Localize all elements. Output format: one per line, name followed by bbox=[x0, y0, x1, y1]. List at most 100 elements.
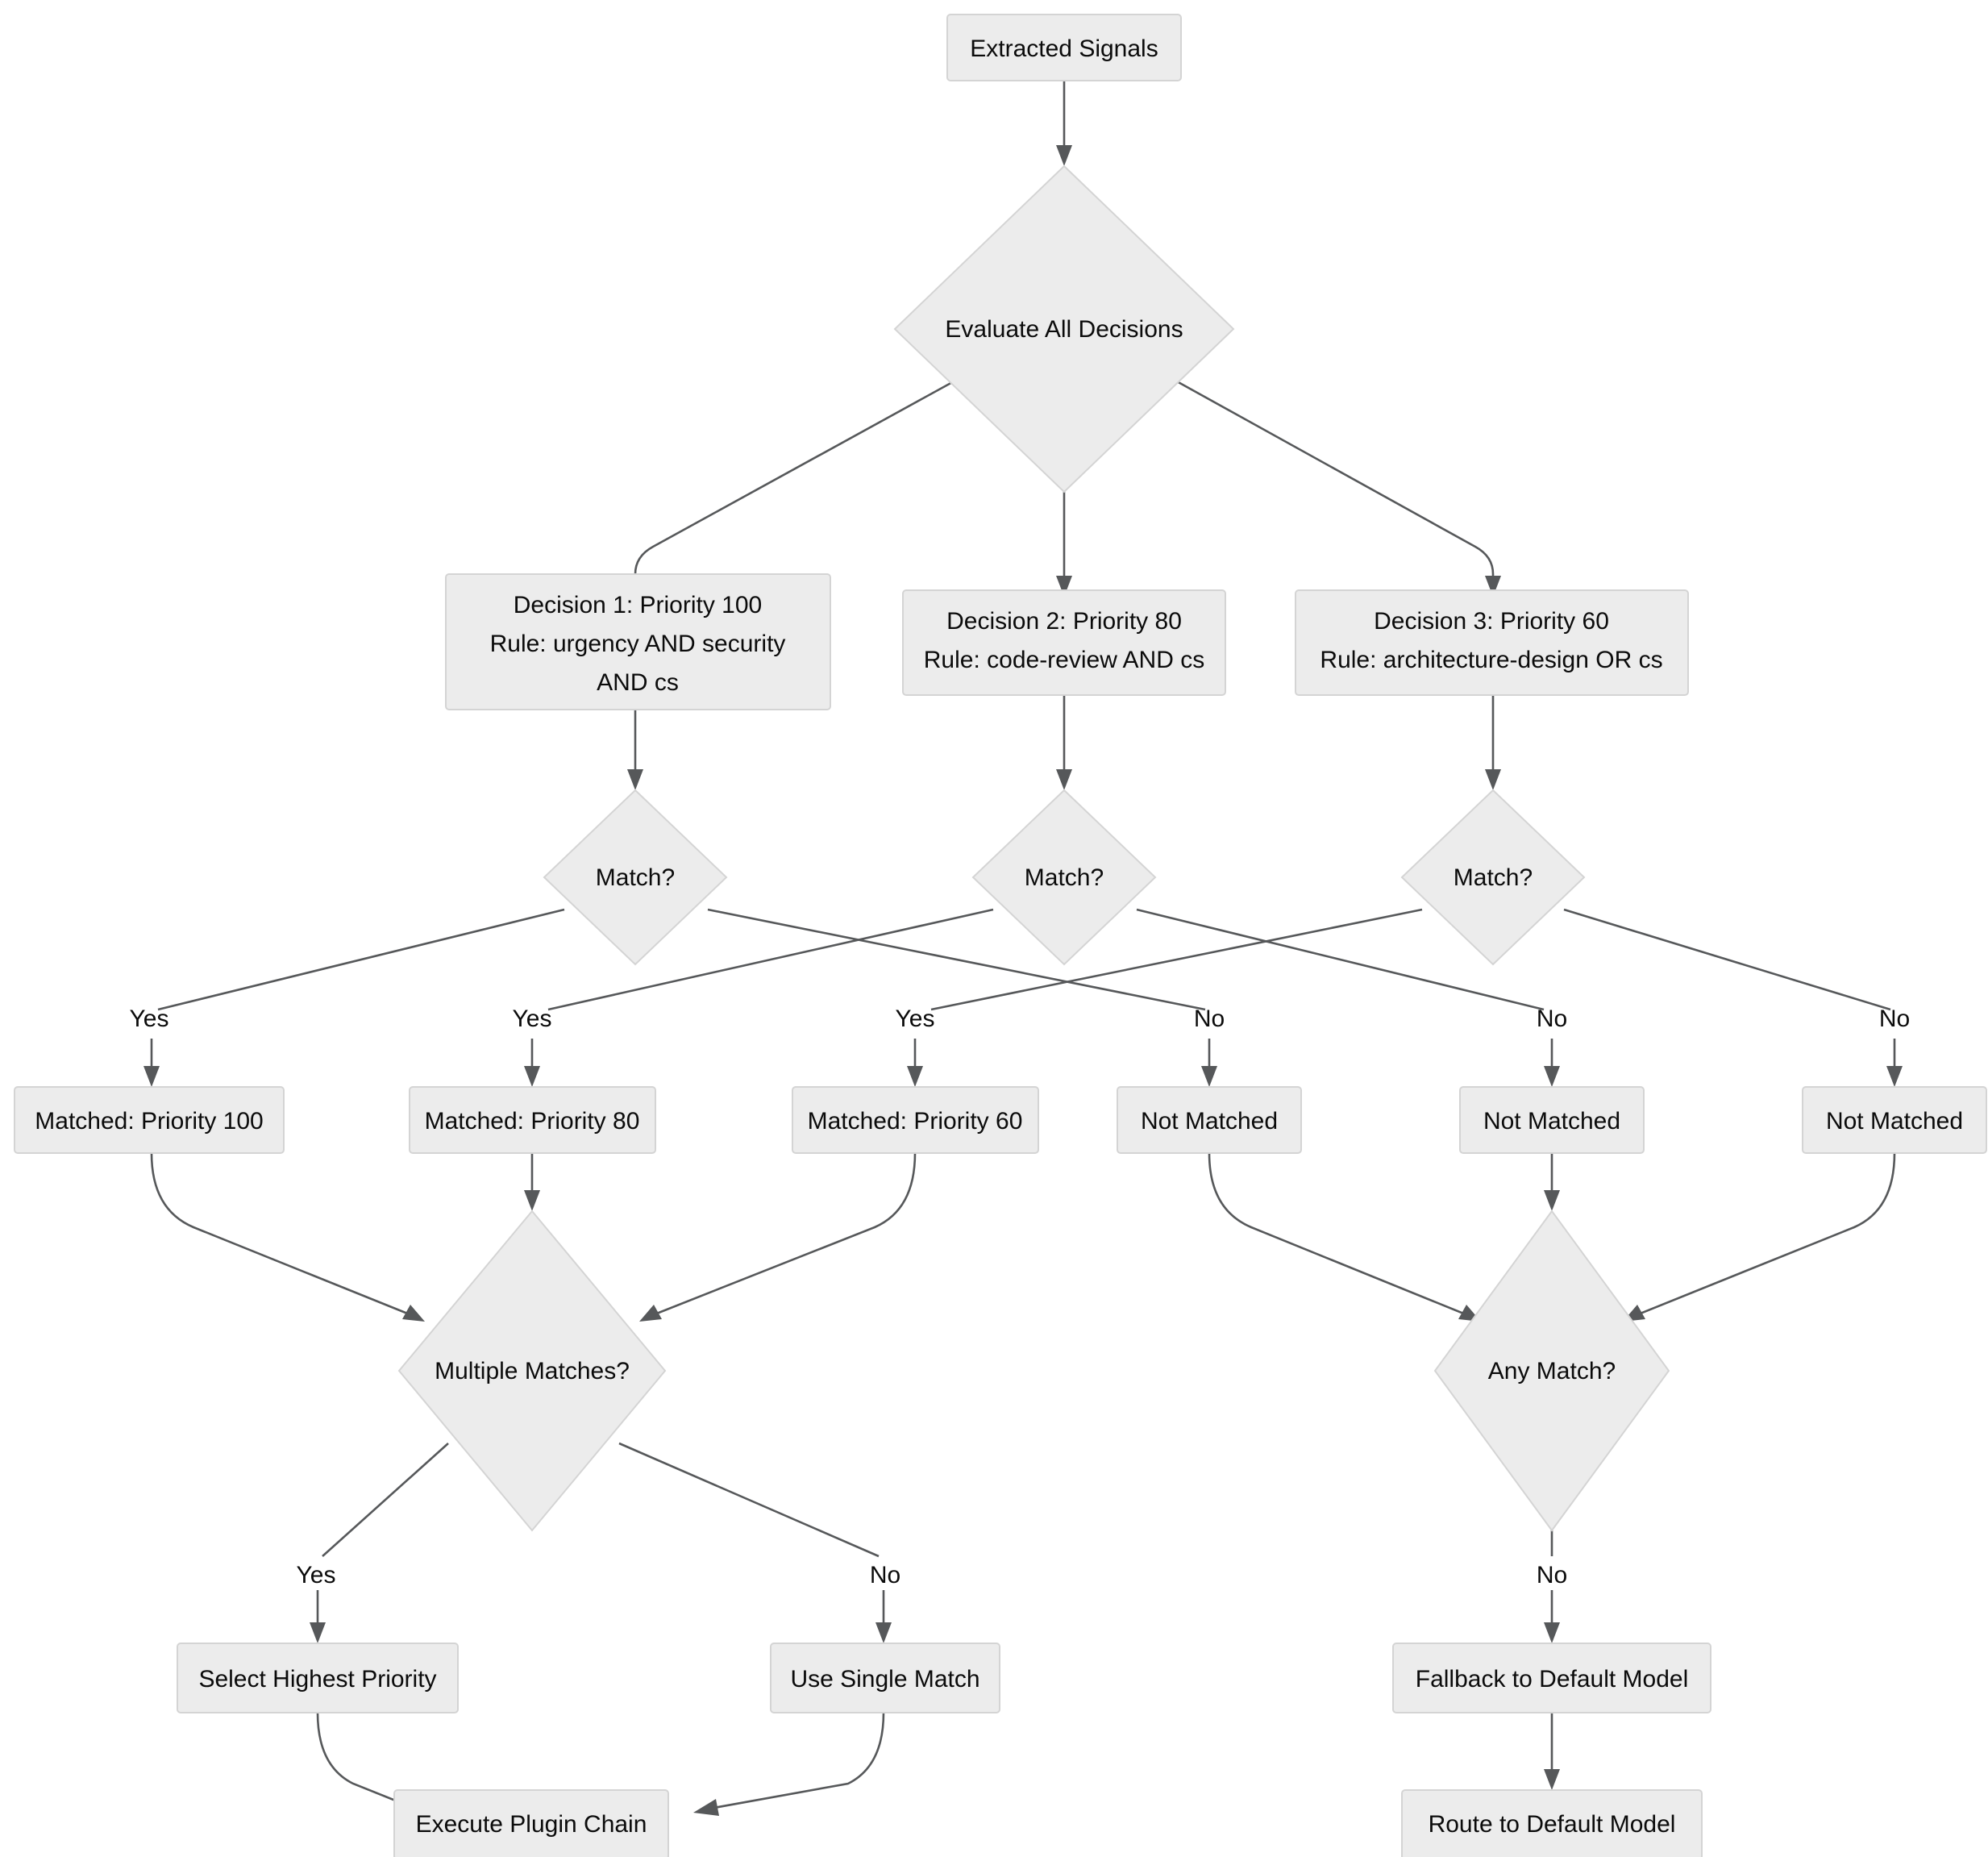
node-matched-priority-80[interactable]: Matched: Priority 80 bbox=[409, 1086, 656, 1154]
node-not-matched-3[interactable]: Not Matched bbox=[1802, 1086, 1987, 1154]
node-execute-plugin-chain[interactable]: Execute Plugin Chain bbox=[393, 1789, 669, 1857]
node-decision-3-line2: Rule: architecture-design OR cs bbox=[1320, 647, 1662, 673]
edge-layer bbox=[143, 81, 1903, 1816]
edge-matched100-to-multiple bbox=[150, 1152, 410, 1316]
node-decision-3[interactable]: Decision 3: Priority 60 Rule: architectu… bbox=[1295, 589, 1689, 696]
node-extracted-signals-label: Extracted Signals bbox=[970, 35, 1158, 62]
node-match-3[interactable]: Match? bbox=[1400, 789, 1586, 966]
node-use-single-match-label: Use Single Match bbox=[790, 1666, 979, 1693]
node-match-3-diamond[interactable] bbox=[1400, 789, 1586, 966]
arrow-decision1-to-match1 bbox=[627, 769, 643, 790]
edge-evaluate-to-decision3 bbox=[1175, 379, 1495, 581]
edge-match1-no bbox=[707, 908, 1206, 1011]
arrow-signals-to-evaluate bbox=[1056, 145, 1072, 166]
node-matched-priority-100-label: Matched: Priority 100 bbox=[35, 1108, 263, 1135]
node-any-match[interactable]: Any Match? bbox=[1433, 1210, 1670, 1532]
edge-label-any-match-no: No bbox=[1537, 1562, 1567, 1588]
node-match-2-diamond[interactable] bbox=[971, 789, 1157, 966]
node-matched-priority-60[interactable]: Matched: Priority 60 bbox=[792, 1086, 1039, 1154]
node-decision-2[interactable]: Decision 2: Priority 80 Rule: code-revie… bbox=[902, 589, 1226, 696]
arrow-matched80-to-multiple bbox=[524, 1190, 540, 1211]
arrow-multiple-yes bbox=[310, 1622, 326, 1643]
node-not-matched-2[interactable]: Not Matched bbox=[1459, 1086, 1645, 1154]
arrow-fallback-to-route bbox=[1544, 1769, 1560, 1790]
node-not-matched-1-label: Not Matched bbox=[1141, 1108, 1278, 1135]
node-not-matched-3-box[interactable] bbox=[1802, 1086, 1987, 1154]
node-use-single-match[interactable]: Use Single Match bbox=[770, 1643, 1000, 1713]
node-multiple-matches-label: Multiple Matches? bbox=[435, 1358, 630, 1384]
node-extracted-signals-box[interactable] bbox=[946, 14, 1182, 81]
edge-label-multiple-no: No bbox=[870, 1562, 900, 1588]
node-fallback-to-default-model[interactable]: Fallback to Default Model bbox=[1392, 1643, 1711, 1713]
node-any-match-diamond[interactable] bbox=[1433, 1210, 1670, 1532]
edge-match3-yes bbox=[930, 908, 1423, 1011]
node-select-highest-priority[interactable]: Select Highest Priority bbox=[177, 1643, 459, 1713]
node-route-to-default-model-box[interactable] bbox=[1401, 1789, 1703, 1857]
node-evaluate-all-decisions[interactable]: Evaluate All Decisions bbox=[893, 164, 1235, 493]
arrow-yes1-stub bbox=[143, 1066, 160, 1087]
node-evaluate-all-decisions-label: Evaluate All Decisions bbox=[945, 316, 1183, 343]
node-evaluate-all-decisions-diamond[interactable] bbox=[893, 164, 1235, 493]
node-match-1-diamond[interactable] bbox=[543, 789, 728, 966]
edge-label-match2-no: No bbox=[1537, 1006, 1567, 1032]
node-matched-priority-80-label: Matched: Priority 80 bbox=[425, 1108, 640, 1135]
arrow-decision2-to-match2 bbox=[1056, 769, 1072, 790]
arrow-no2-stub bbox=[1544, 1066, 1560, 1087]
node-decision-1-box[interactable] bbox=[445, 573, 831, 710]
node-not-matched-1-box[interactable] bbox=[1117, 1086, 1302, 1154]
node-matched-priority-60-box[interactable] bbox=[792, 1086, 1039, 1154]
node-match-1-label: Match? bbox=[596, 864, 675, 891]
node-not-matched-2-box[interactable] bbox=[1459, 1086, 1645, 1154]
edge-evaluate-to-decision1 bbox=[634, 379, 956, 581]
edge-notmatched1-to-anymatch bbox=[1208, 1152, 1466, 1316]
edge-label-match3-no: No bbox=[1879, 1006, 1910, 1032]
arrow-notmatched2-to-anymatch bbox=[1544, 1190, 1560, 1211]
node-not-matched-1[interactable]: Not Matched bbox=[1117, 1086, 1302, 1154]
node-decision-3-box[interactable] bbox=[1295, 589, 1689, 696]
node-matched-priority-100-box[interactable] bbox=[14, 1086, 285, 1154]
node-multiple-matches-diamond[interactable] bbox=[397, 1210, 667, 1532]
arrow-yes2-stub bbox=[524, 1066, 540, 1087]
edge-label-layer: Yes Yes Yes No No No Yes No No bbox=[130, 1006, 1911, 1588]
edge-selecthighest-to-execute bbox=[316, 1712, 410, 1808]
arrow-matched100-to-multiple bbox=[402, 1305, 425, 1322]
node-select-highest-priority-box[interactable] bbox=[177, 1643, 459, 1713]
node-matched-priority-80-box[interactable] bbox=[409, 1086, 656, 1154]
node-match-3-label: Match? bbox=[1454, 864, 1533, 891]
node-route-to-default-model[interactable]: Route to Default Model bbox=[1401, 1789, 1703, 1857]
node-matched-priority-100[interactable]: Matched: Priority 100 bbox=[14, 1086, 285, 1154]
node-match-1[interactable]: Match? bbox=[543, 789, 728, 966]
arrow-evaluate-to-decision3 bbox=[1485, 576, 1501, 597]
node-execute-plugin-chain-box[interactable] bbox=[393, 1789, 669, 1857]
node-route-to-default-model-label: Route to Default Model bbox=[1429, 1811, 1676, 1838]
node-decision-1[interactable]: Decision 1: Priority 100 Rule: urgency A… bbox=[445, 573, 831, 710]
edge-label-match1-yes: Yes bbox=[130, 1006, 169, 1032]
edge-label-match1-no: No bbox=[1194, 1006, 1225, 1032]
arrow-no1-stub bbox=[1201, 1066, 1217, 1087]
node-decision-3-line1: Decision 3: Priority 60 bbox=[1374, 608, 1609, 635]
edge-multiple-no bbox=[618, 1442, 880, 1558]
arrow-multiple-no bbox=[875, 1622, 892, 1643]
node-fallback-to-default-model-box[interactable] bbox=[1392, 1643, 1711, 1713]
arrow-anymatch-no bbox=[1544, 1622, 1560, 1643]
node-use-single-match-box[interactable] bbox=[770, 1643, 1000, 1713]
node-layer: Extracted Signals Evaluate All Decisions… bbox=[14, 14, 1987, 1857]
node-decision-2-box[interactable] bbox=[902, 589, 1226, 696]
node-decision-1-line1: Decision 1: Priority 100 bbox=[514, 592, 762, 618]
node-match-2[interactable]: Match? bbox=[971, 789, 1157, 966]
edge-match3-no bbox=[1563, 908, 1891, 1011]
arrow-no3-stub bbox=[1886, 1066, 1903, 1087]
edge-notmatched3-to-anymatch bbox=[1637, 1152, 1896, 1316]
node-not-matched-2-label: Not Matched bbox=[1483, 1108, 1620, 1135]
node-decision-2-line2: Rule: code-review AND cs bbox=[924, 647, 1204, 673]
edge-label-multiple-yes: Yes bbox=[297, 1562, 336, 1588]
node-decision-1-line2: Rule: urgency AND security bbox=[490, 631, 786, 657]
node-not-matched-3-label: Not Matched bbox=[1826, 1108, 1963, 1135]
node-multiple-matches[interactable]: Multiple Matches? bbox=[397, 1210, 667, 1532]
edge-match2-no bbox=[1136, 908, 1545, 1011]
node-extracted-signals[interactable]: Extracted Signals bbox=[946, 14, 1182, 81]
arrow-matched60-to-multiple bbox=[639, 1305, 662, 1322]
arrow-evaluate-to-decision2 bbox=[1056, 576, 1072, 597]
